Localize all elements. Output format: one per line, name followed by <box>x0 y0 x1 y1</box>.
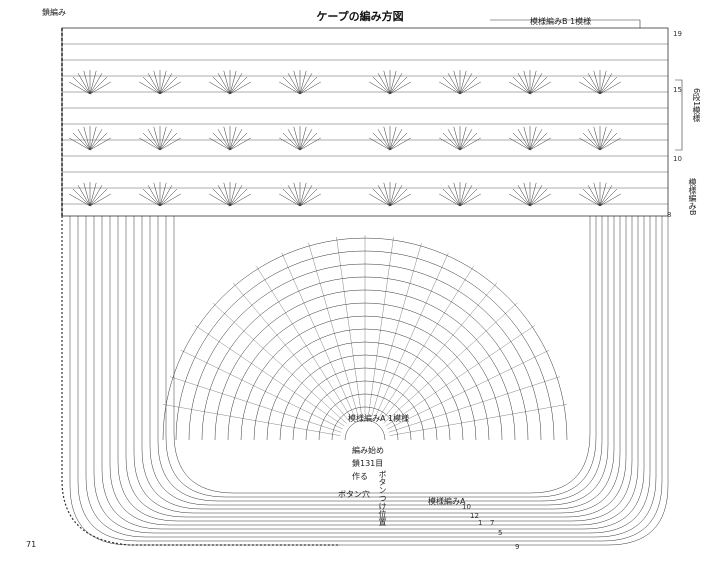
label-make: 作る <box>352 472 368 481</box>
page-number: 71 <box>26 540 37 549</box>
label-chain-count: 鎖131目 <box>352 459 384 468</box>
row-num-19: 19 <box>673 30 682 38</box>
diagram-linework <box>61 19 683 546</box>
row-num-b9: 9 <box>515 543 520 551</box>
label-button-hole: ボタン穴 <box>338 490 370 499</box>
label-pattern-a-center: 模様編みA 1模様 <box>348 414 410 423</box>
row-num-b7: 7 <box>490 519 495 527</box>
label-pattern-b: 模様編みB 1模様 <box>530 17 592 26</box>
label-pattern-a-bottom: 模様編みA <box>428 497 466 506</box>
row-num-10: 10 <box>673 155 682 163</box>
label-pattern-b-vertical: 模様編みB <box>688 178 697 216</box>
row-num-b5: 5 <box>498 529 503 537</box>
label-button-position: ボタンつけ位置 <box>378 470 387 526</box>
row-num-b10: 10 <box>462 503 471 511</box>
label-chain-top: 鎖編み <box>42 8 66 17</box>
row-num-15: 15 <box>673 86 682 94</box>
label-start: 編み始め <box>352 446 384 455</box>
label-six-rows: 6段1模様 <box>692 88 701 123</box>
row-num-b1: 1 <box>478 519 483 527</box>
page-title: ケープの編み方図 <box>316 10 404 23</box>
row-num-b12: 12 <box>470 512 479 520</box>
row-num-8: 8 <box>667 211 672 219</box>
